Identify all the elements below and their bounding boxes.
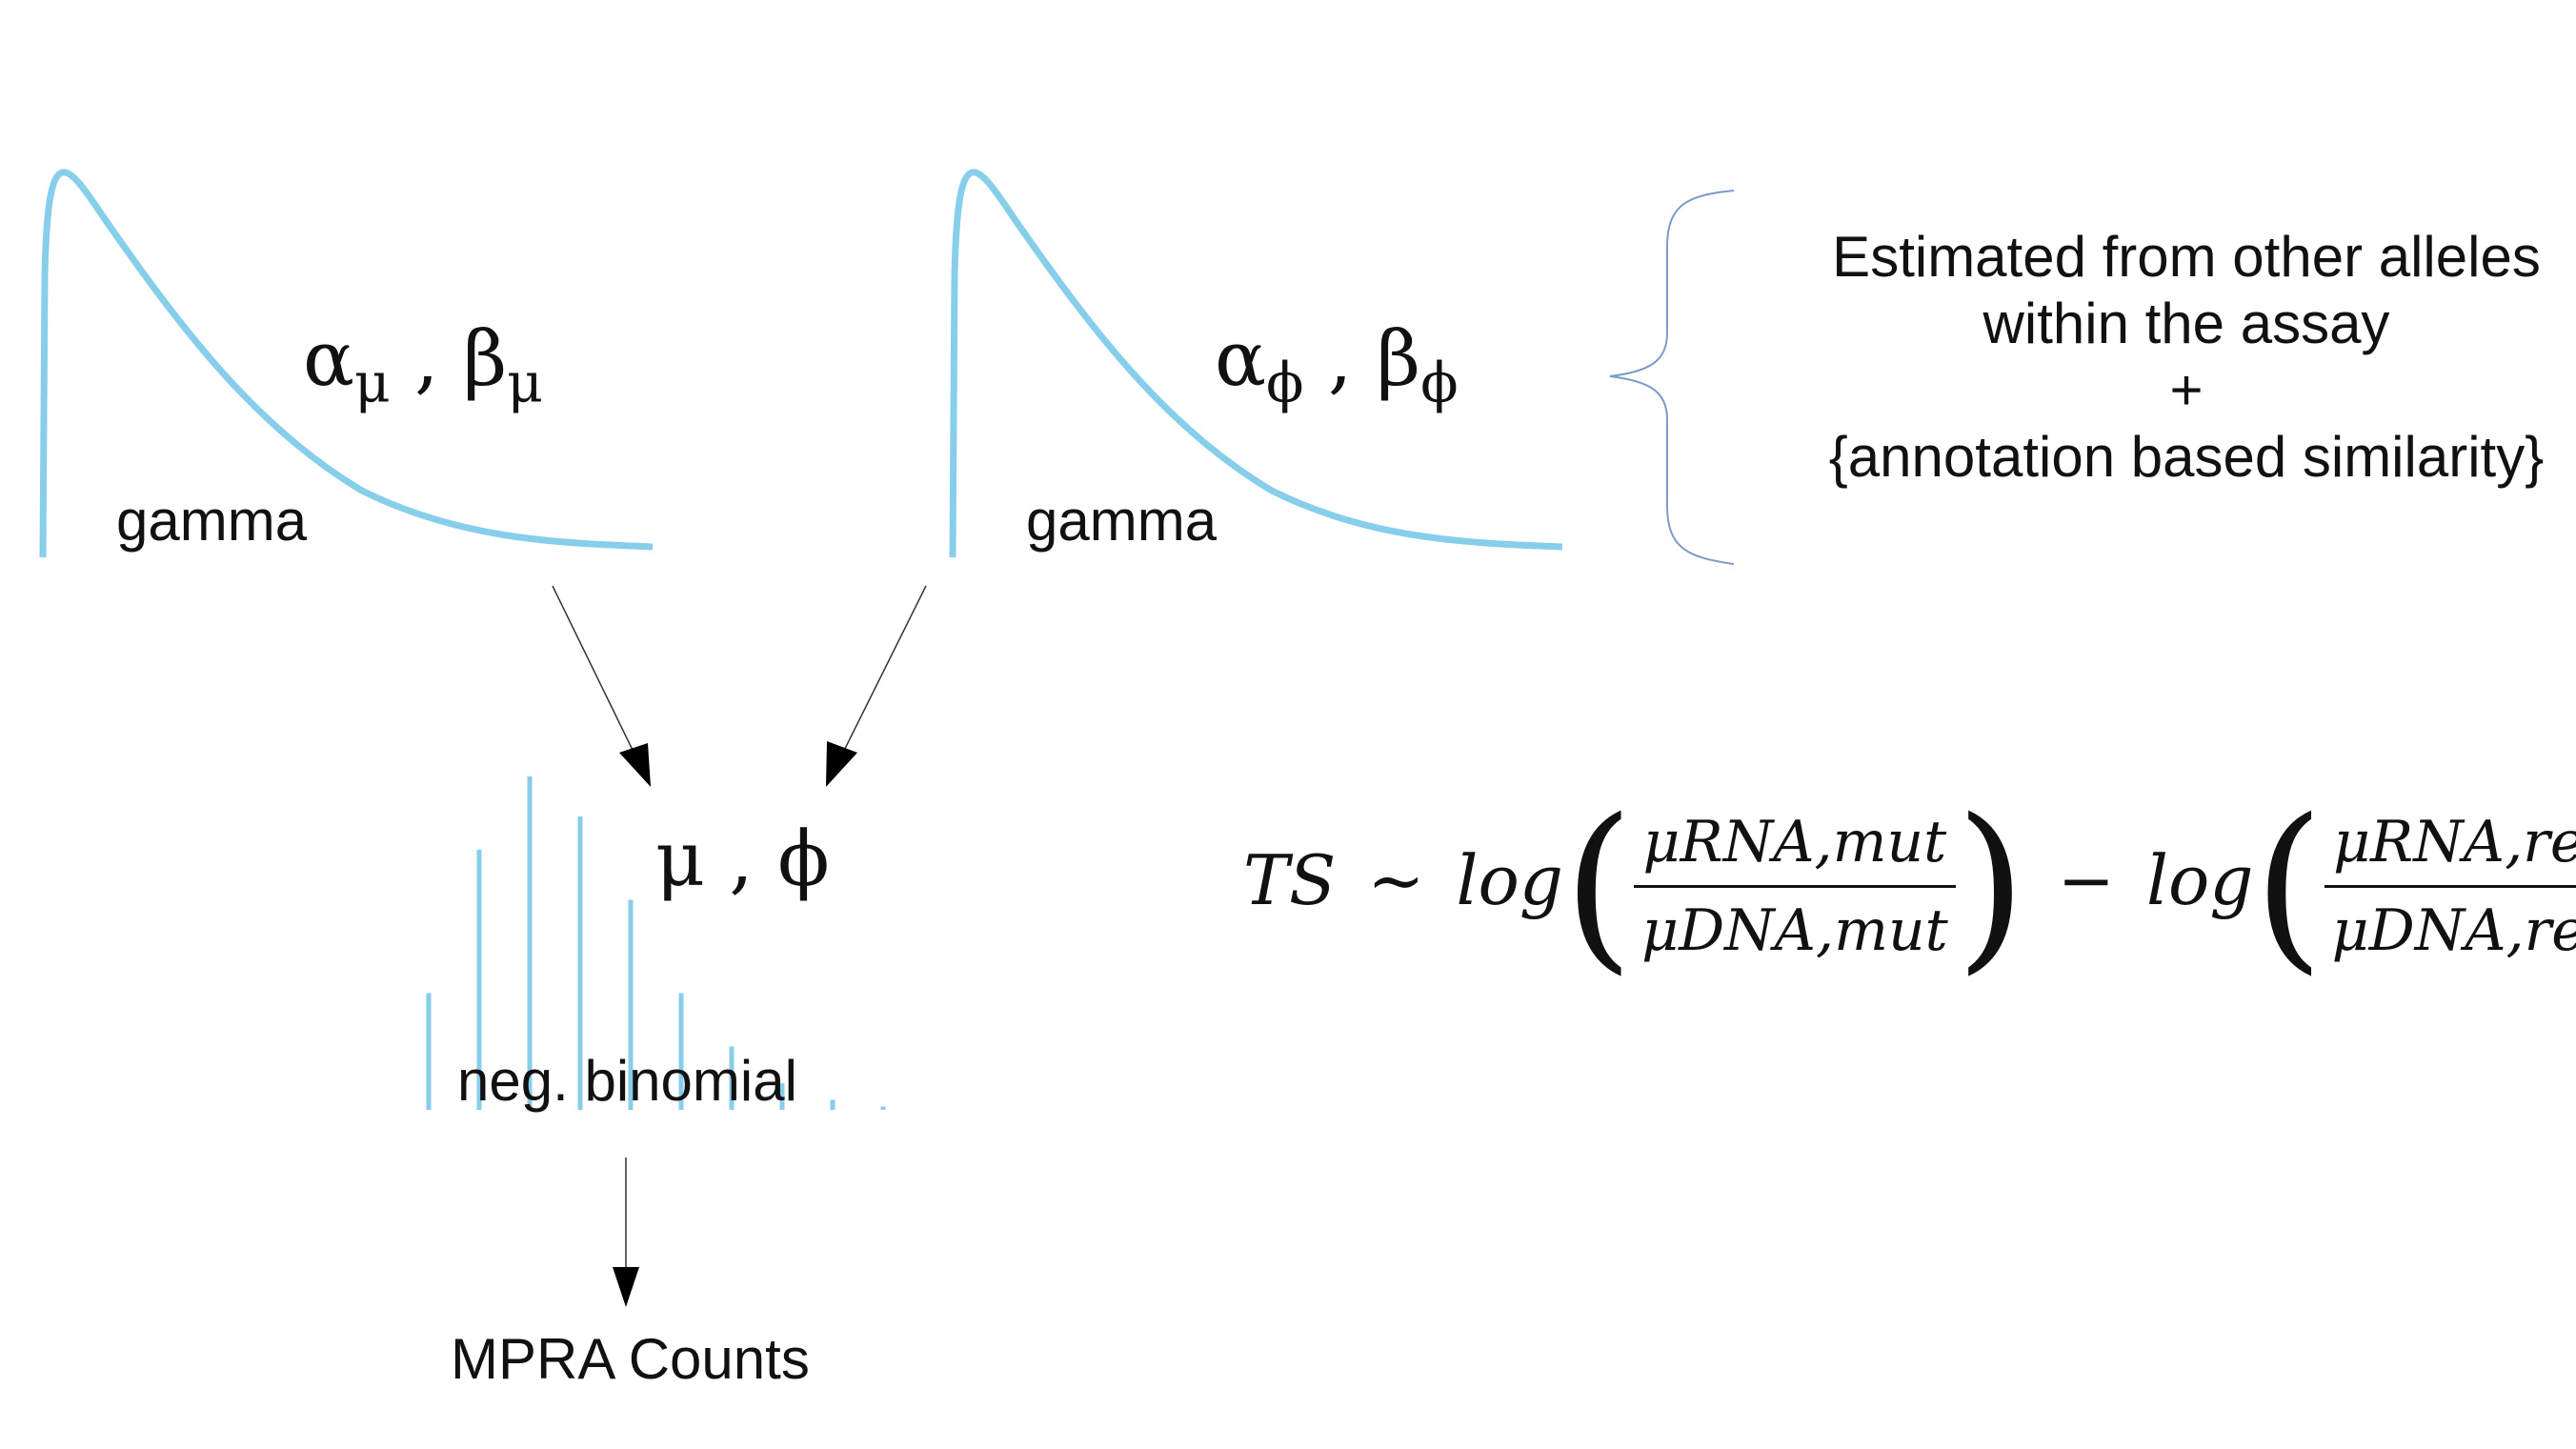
gamma-right-label: gamma [1026, 489, 1218, 553]
eq-log-1: log [1456, 840, 1563, 920]
eq-num-ref: μRNA,ref [2324, 799, 2576, 888]
eq-fraction-mut: μRNA,mut μDNA,mut [1634, 799, 1956, 974]
arrowhead-down [613, 1267, 639, 1307]
note-line-2: within the assay [1982, 292, 2390, 355]
gamma-left-params: αμ , βμ [303, 314, 543, 415]
output-label: MPRA Counts [451, 1327, 810, 1391]
prior-note: Estimated from other alleles within the … [1805, 224, 2567, 491]
negbinom-label: neg. binomial [457, 1049, 797, 1113]
eq-log-2: log [2145, 840, 2254, 920]
negbinom-params: μ , ϕ [655, 815, 830, 903]
eq-minus: − [2057, 840, 2116, 920]
arrowhead-left [619, 743, 651, 787]
note-line-3: + [2169, 358, 2204, 422]
eq-num-mut: μRNA,mut [1634, 799, 1956, 888]
curly-brace [1609, 190, 1735, 565]
arrowhead-right [826, 741, 857, 787]
gamma-curve-left [39, 169, 654, 558]
eq-lhs: TS [1243, 840, 1337, 920]
eq-fraction-ref: μRNA,ref μDNA,ref [2324, 799, 2576, 974]
note-line-4: {annotation based similarity} [1828, 425, 2545, 489]
eq-den-ref: μDNA,ref [2331, 896, 2576, 964]
eq-den-mut: μDNA,mut [1641, 896, 1948, 964]
gamma-curve-right [949, 169, 1563, 558]
negbinom-bars [426, 776, 886, 1110]
eq-sim: ∼ [1367, 840, 1425, 920]
note-line-1: Estimated from other alleles [1832, 225, 2541, 289]
gamma-left-label: gamma [116, 489, 308, 553]
gamma-right-params: αϕ , βϕ [1215, 314, 1459, 415]
